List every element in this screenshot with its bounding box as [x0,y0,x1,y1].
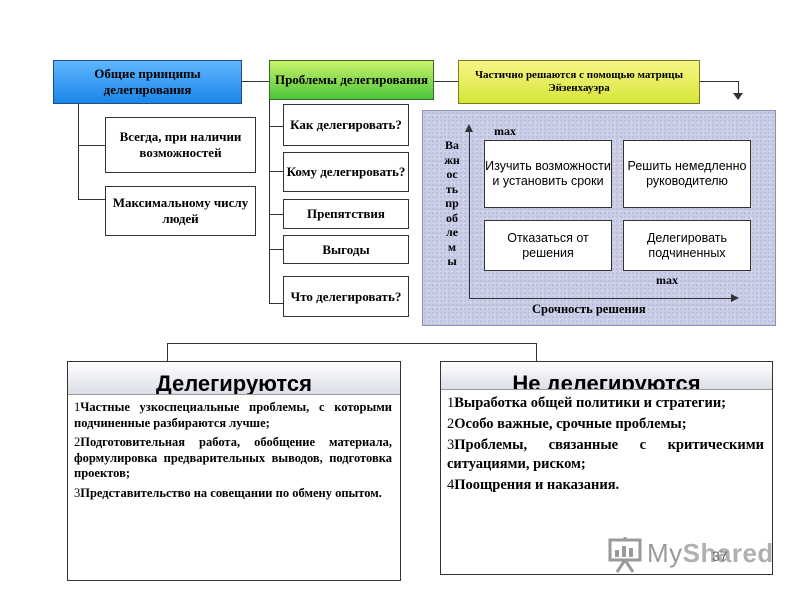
eisenhower-title-box: Частично решаются с помощью матрицы Эйзе… [458,60,700,104]
connector-line [700,81,738,82]
problems-title: Проблемы делегирования [274,72,429,88]
list-item-number: 1 [74,400,81,414]
matrix-cell-label: Делегировать подчиненных [646,230,728,260]
connector-line [269,214,283,215]
problems-title-box: Проблемы делегирования [269,60,434,100]
y-axis-letter: ле [445,225,459,239]
x-axis-max: max [656,273,678,287]
y-axis-max: max [494,124,516,138]
connector-line [78,145,105,146]
list-item: 4Поощрения и наказания. [447,476,764,495]
y-axis-label: Ва жн ос ть пр об ле м ы [440,138,464,269]
problem-item: Кому делегировать? [283,152,409,192]
list-item-number: 2 [74,435,81,449]
y-axis-letter: об [446,210,458,225]
problem-item: Как делегировать? [283,104,409,146]
arrow-right-icon [731,294,739,302]
not-delegated-header: Не делегируются [441,362,772,390]
connector-line [167,343,168,361]
list-item-number: 3 [74,485,81,500]
arrow-up-icon [465,124,473,132]
connector-line [536,343,537,361]
list-item-number: 1 [447,395,455,411]
y-axis-letter: ть [445,181,459,196]
watermark-text: MyShared [647,538,774,569]
principles-title: Общие принципы делегирования [94,66,201,97]
problem-item-label: Препятствия [307,206,385,222]
list-item-number: 3 [447,437,455,453]
matrix-cell-bottom-left: Отказаться от решения [484,220,612,271]
matrix-cell-top-right: Решить немедленно руководителю [623,140,751,208]
list-item-text: Поощрения и наказания. [454,477,620,493]
principle-item-label: Максимальному числу людей [112,195,249,226]
not-delegated-panel: Не делегируются 1Выработка общей политик… [440,361,773,575]
connector-line [269,99,270,304]
list-item: 2Подготовительная работа, обобщение мате… [74,435,392,482]
x-axis-label: Срочность решения [532,302,646,316]
problem-item-label: Что делегировать? [290,288,402,304]
connector-line [167,343,536,344]
delegated-title: Делегируются [156,371,312,395]
watermark-suffix: Shared [682,538,774,568]
y-axis-letter: м [447,239,457,254]
y-axis [469,132,470,299]
list-item-text: Особо важные, срочные проблемы; [454,416,687,432]
connector-line [269,303,283,304]
y-axis-letter: Ва [444,138,459,152]
list-item-text: Частные узкоспециальные проблемы, с кото… [74,400,392,430]
connector-line [738,81,739,95]
list-item: 3Проблемы, связанные с критическими ситу… [447,436,764,474]
myshared-watermark: MyShared [605,534,775,576]
list-item-text: Представительство на совещании по обмену… [80,485,382,500]
matrix-cell-label: Отказаться от решения [507,230,589,260]
y-axis-letter: ы [447,254,457,268]
presentation-board-icon [608,537,642,573]
page-number: 37 [712,548,728,564]
eisenhower-title: Частично решаются с помощью матрицы Эйзе… [474,68,684,94]
connector-line [434,81,458,82]
problem-item-label: Выгоды [322,241,370,257]
list-item: 3Представительство на совещании по обмен… [74,486,392,502]
y-axis-letter: ос [446,167,458,181]
principle-item: Максимальному числу людей [105,186,256,236]
connector-line [269,126,283,127]
list-item: 1Частные узкоспециальные проблемы, с кот… [74,400,392,431]
problem-item-label: Как делегировать? [290,117,402,133]
problem-item: Что делегировать? [283,276,409,317]
list-item: 2Особо важные, срочные проблемы; [447,415,764,434]
matrix-cell-label: Решить немедленно руководителю [627,159,747,188]
principle-item: Всегда, при наличии возможностей [105,117,256,173]
principles-title-box: Общие принципы делегирования [53,60,242,104]
list-item-number: 2 [447,416,455,432]
connector-line [242,81,269,82]
connector-line [269,249,283,250]
matrix-cell-bottom-right: Делегировать подчиненных [623,220,751,271]
matrix-cell-label: Изучить возможности и установить сроки [485,159,611,188]
connector-line [269,171,283,172]
connector-line [78,103,79,199]
not-delegated-title: Не делегируются [512,371,701,390]
y-axis-letter: пр [445,196,459,210]
x-axis [469,298,732,299]
list-item: 1Выработка общей политики и стратегии; [447,394,764,413]
watermark-prefix: My [647,538,683,568]
arrow-down-icon [733,93,743,100]
list-item-text: Проблемы, связанные с критическими ситуа… [447,437,764,472]
list-item-text: Выработка общей политики и стратегии; [454,395,727,411]
list-item-number: 4 [447,477,455,493]
not-delegated-list: 1Выработка общей политики и стратегии; 2… [447,394,764,497]
y-axis-letter: жн [444,152,460,167]
problem-item: Выгоды [283,235,409,264]
problem-item: Препятствия [283,199,409,229]
delegated-header: Делегируются [68,362,400,395]
principle-item-label: Всегда, при наличии возможностей [119,129,242,160]
problem-item-label: Кому делегировать? [286,164,406,180]
delegated-list: 1Частные узкоспециальные проблемы, с кот… [74,400,392,505]
list-item-text: Подготовительная работа, обобщение матер… [74,435,392,480]
connector-line [78,199,105,200]
matrix-cell-top-left: Изучить возможности и установить сроки [484,140,612,208]
delegated-panel: Делегируются 1Частные узкоспециальные пр… [67,361,401,581]
